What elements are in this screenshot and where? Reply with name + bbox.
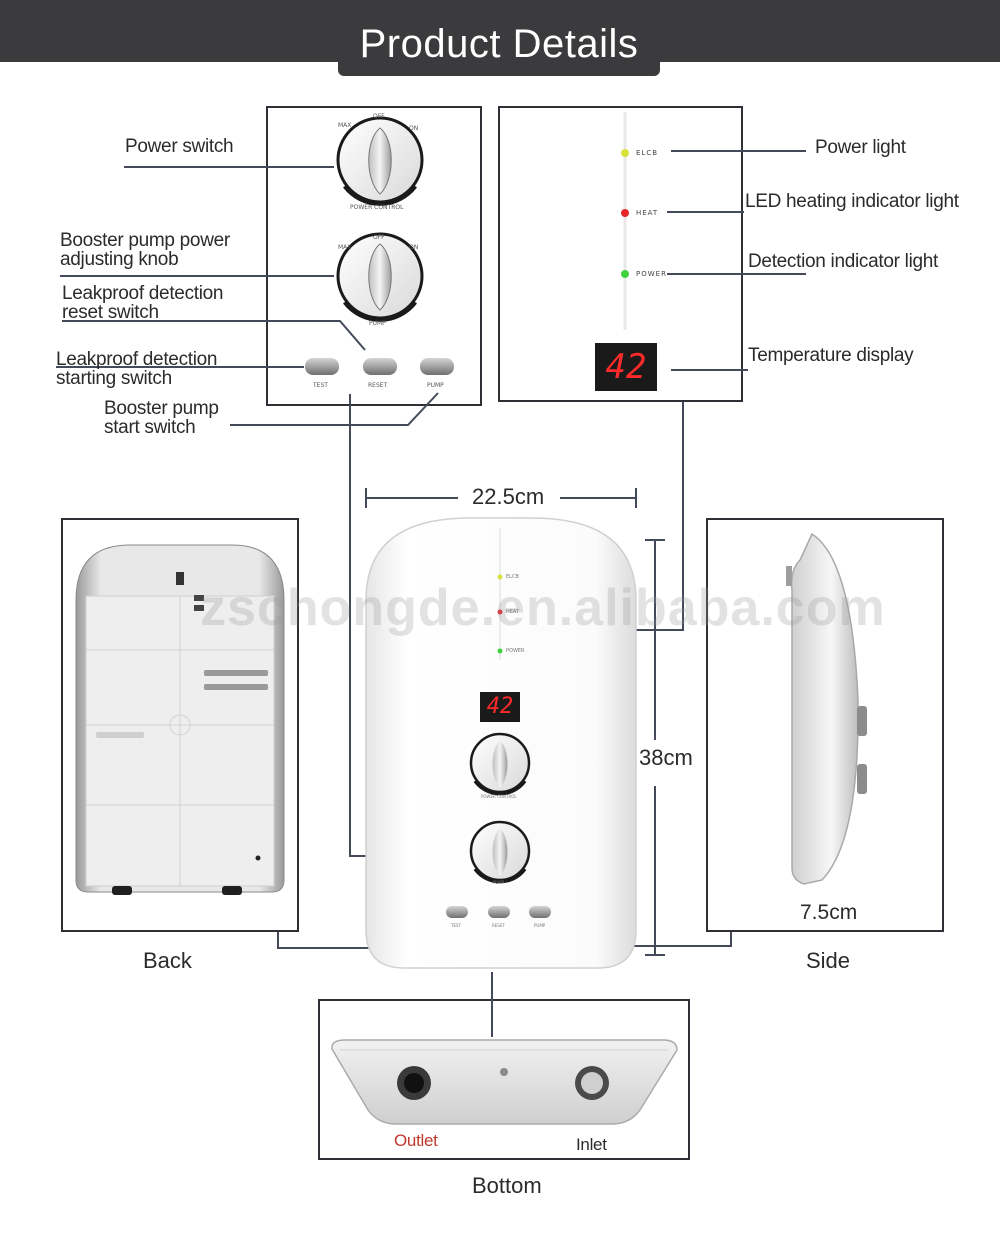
callout-booster-knob-line2: adjusting knob	[60, 249, 179, 270]
outlet-label: Outlet	[394, 1131, 438, 1150]
temperature-display-value: 42	[605, 347, 647, 387]
test-button[interactable]	[305, 358, 339, 375]
callout-leak-reset-line2: reset switch	[62, 302, 159, 323]
back-caption: Back	[143, 948, 192, 973]
front-test-label: TEST	[451, 923, 461, 928]
callout-leak-start-line2: starting switch	[56, 368, 172, 389]
callout-led-heating: LED heating indicator light	[745, 191, 959, 212]
temperature-display	[595, 343, 657, 391]
heater-bottom-view	[331, 1039, 678, 1125]
reset-button-label: RESET	[368, 382, 388, 389]
inlet-label: Inlet	[576, 1135, 607, 1154]
width-dimension: 22.5cm	[472, 484, 545, 509]
heater-back-view	[75, 544, 285, 895]
pump-knob[interactable]	[336, 232, 424, 322]
knob2-scale-off: OFF	[373, 234, 385, 241]
depth-dimension: 7.5cm	[800, 901, 858, 924]
dimension-lines	[365, 488, 665, 956]
heater-front-view	[365, 517, 637, 969]
callout-booster-knob-line1: Booster pump power	[60, 230, 230, 251]
front-knob2-caption: PUMP	[493, 880, 505, 885]
front-display-value: 42	[486, 694, 514, 719]
watermark: zschongde.en.alibaba.com	[200, 579, 886, 637]
callout-power-switch: Power switch	[125, 136, 234, 157]
knob1-caption: POWER CONTROL	[350, 204, 404, 211]
bottom-caption: Bottom	[472, 1173, 542, 1198]
reset-button[interactable]	[363, 358, 397, 375]
callout-booster-start-line1: Booster pump	[104, 398, 219, 419]
power-control-knob[interactable]	[336, 116, 424, 206]
height-dimension: 38cm	[639, 745, 693, 770]
test-button-label: TEST	[313, 382, 328, 389]
front-heat-label: HEAT	[506, 609, 520, 615]
knob1-scale-max: MAX	[338, 122, 352, 129]
knob2-caption: PUMP	[369, 320, 386, 327]
callout-leak-reset-line1: Leakproof detection	[62, 283, 224, 304]
heat-light	[621, 209, 629, 217]
page-title: Product Details	[338, 12, 660, 76]
callout-power-light: Power light	[815, 137, 906, 158]
knob2-scale-max: MAX	[338, 244, 352, 251]
knob1-scale-on: ON	[409, 125, 419, 132]
side-caption: Side	[806, 948, 851, 973]
front-knob1-caption: POWER CONTROL	[481, 794, 517, 799]
callout-booster-start-line2: start switch	[104, 417, 196, 438]
power-label: POWER	[636, 270, 667, 278]
heat-label: HEAT	[636, 209, 659, 217]
callout-detection-light: Detection indicator light	[748, 251, 938, 272]
callout-leak-start-line1: Leakproof detection	[56, 349, 218, 370]
front-reset-label: RESET	[492, 923, 505, 928]
pump-button-label: PUMP	[427, 382, 444, 389]
elcb-label: ELCB	[636, 149, 659, 157]
knob1-scale-off: OFF	[373, 113, 385, 120]
pump-button[interactable]	[420, 358, 454, 375]
power-light	[621, 270, 629, 278]
elcb-light	[621, 149, 629, 157]
callout-temp-display: Temperature display	[748, 345, 914, 366]
front-elcb-label: ELCB	[506, 574, 519, 580]
heater-side-view	[786, 532, 867, 885]
front-power-label: POWER	[506, 648, 525, 654]
front-pump-label: PUMP	[534, 923, 546, 928]
knob2-scale-on: ON	[409, 244, 419, 251]
